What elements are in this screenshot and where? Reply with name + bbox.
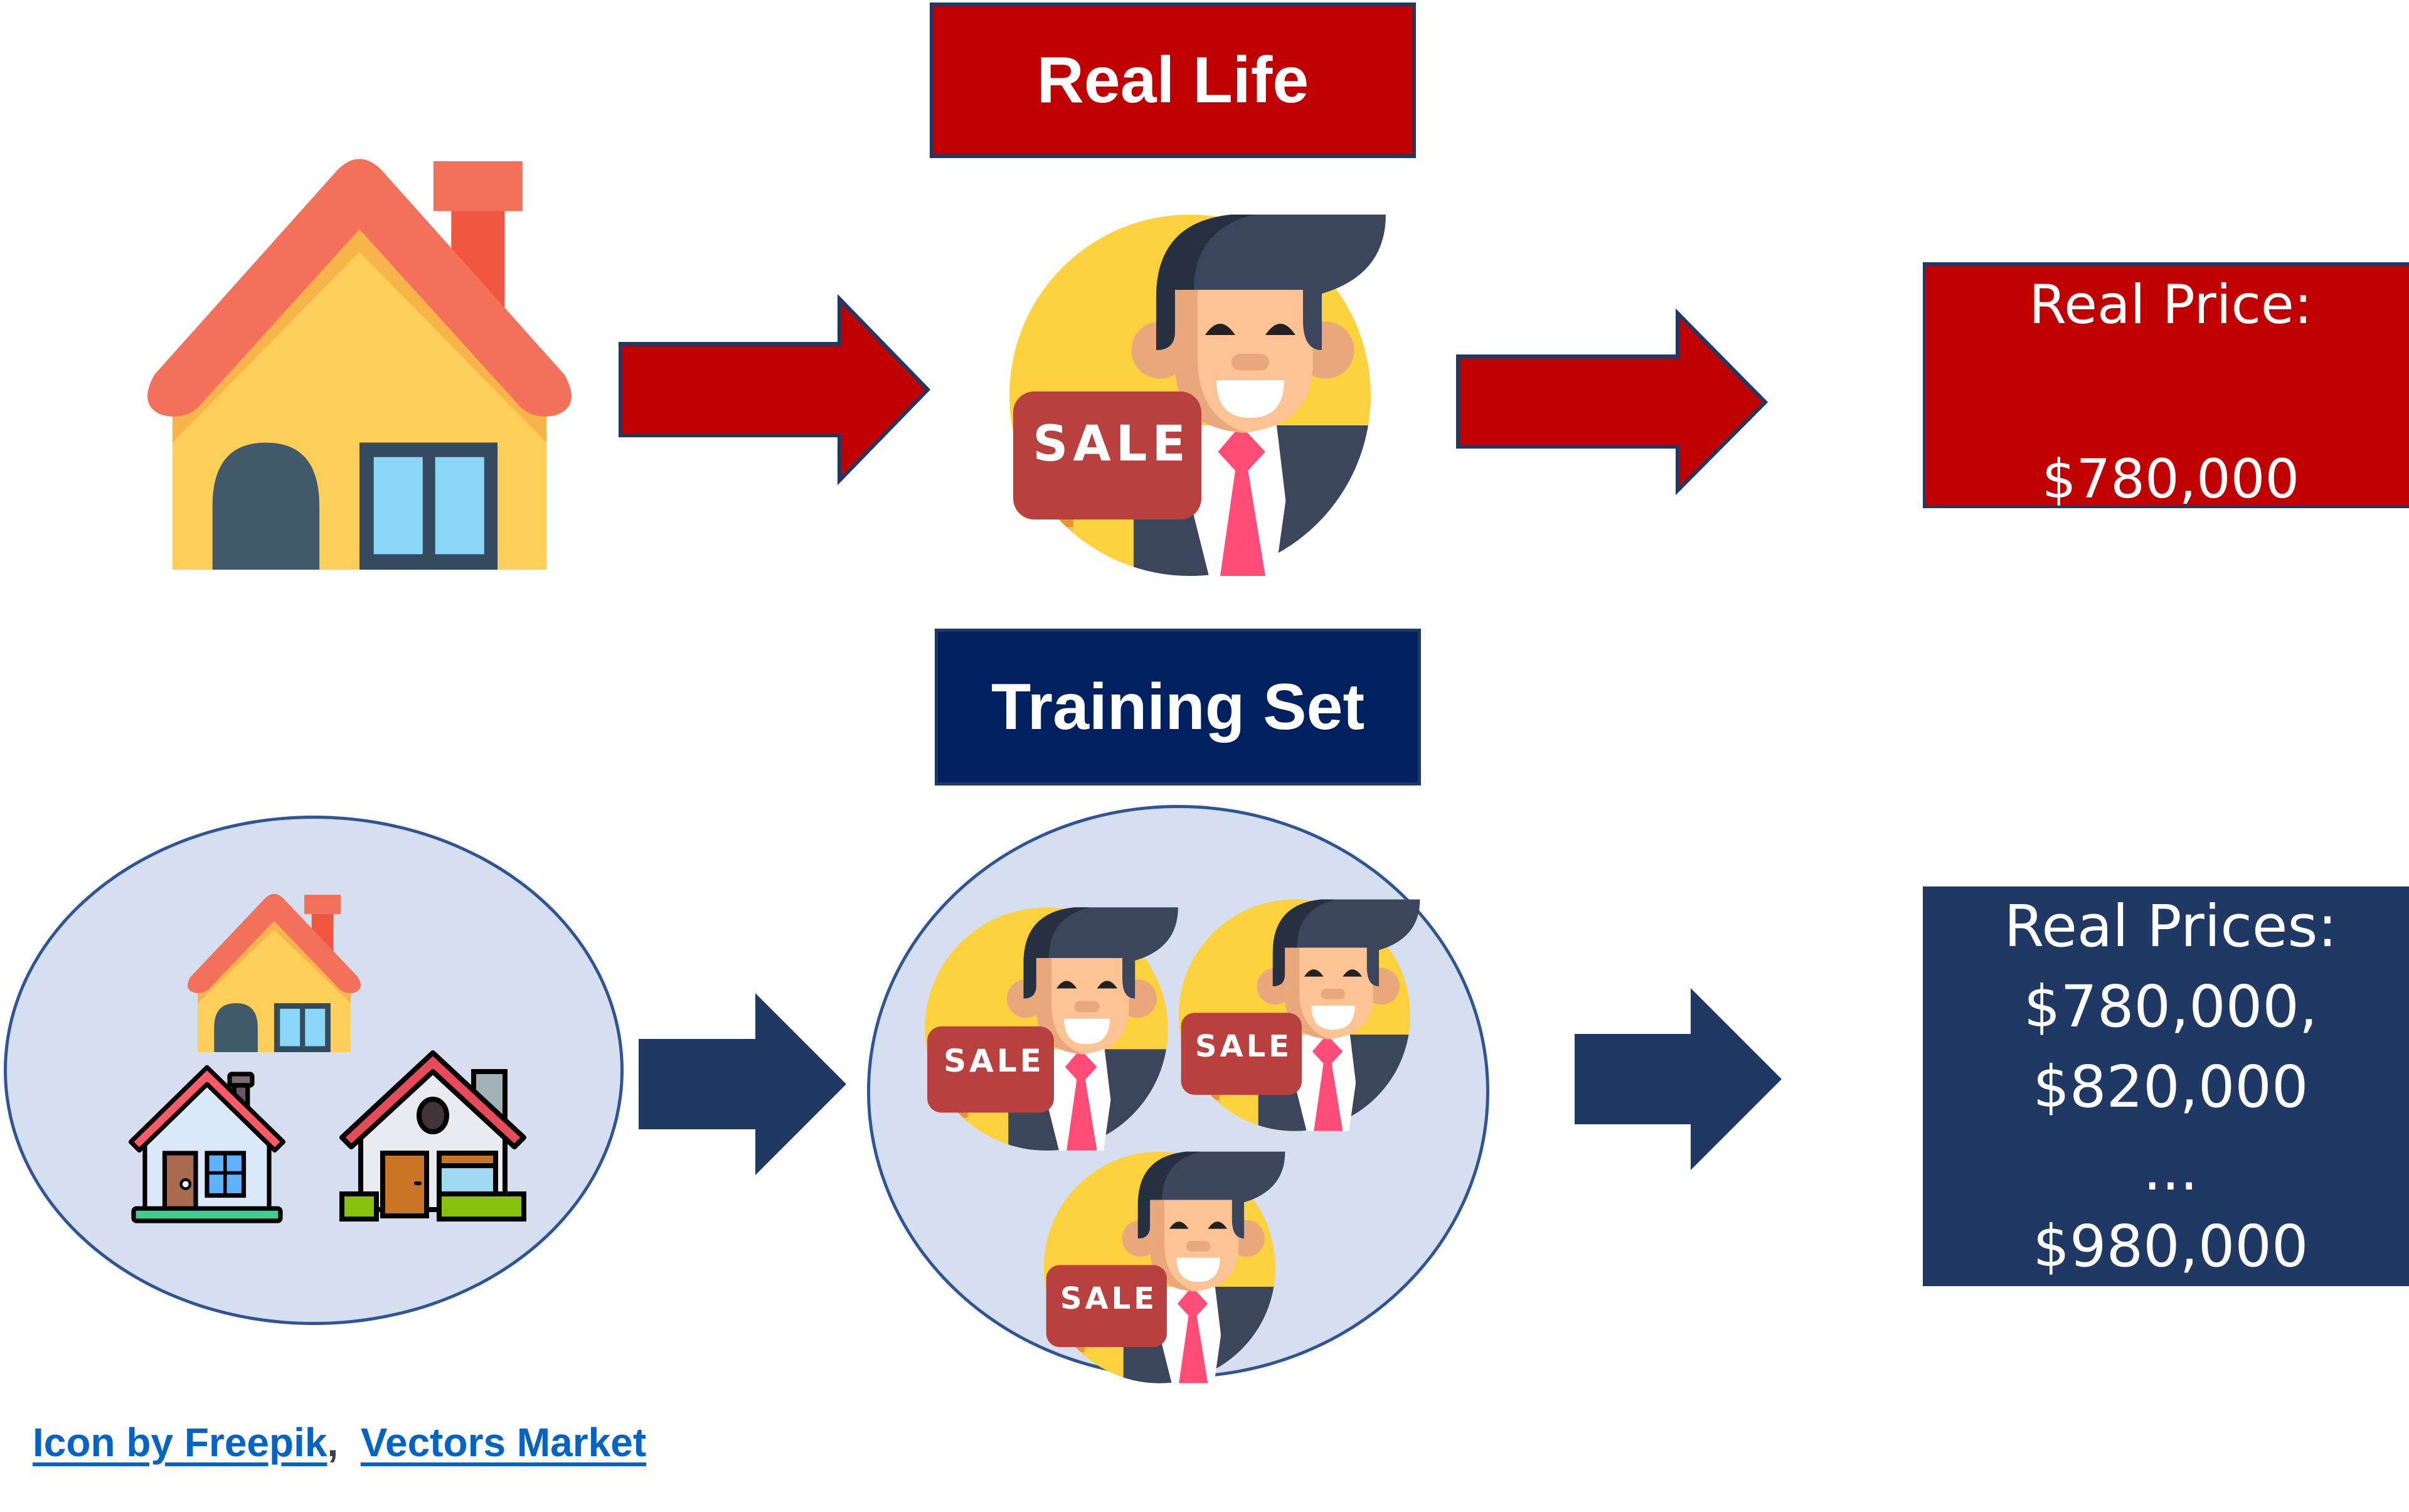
cottage-outline-icon	[122, 1057, 292, 1227]
arrow-right-navy-1	[639, 993, 846, 1175]
credit-separator: ,	[327, 1420, 339, 1465]
real-price-value: $780,000	[2041, 448, 2300, 511]
arrow-right-red-2	[1456, 308, 1768, 496]
training-set-label: Training Set	[935, 629, 1421, 785]
sale-sign-text: SALE	[1194, 1029, 1293, 1064]
price-value: $780,000,	[2023, 973, 2318, 1040]
real-prices-box: Real Prices: $780,000, $820,000 ... $980…	[1923, 886, 2409, 1286]
vectors-market-link[interactable]: Vectors Market	[360, 1420, 647, 1465]
sale-sign-text: SALE	[1060, 1281, 1158, 1316]
real-life-label-text: Real Life	[1036, 43, 1309, 117]
freepik-link[interactable]: Icon by Freepik	[33, 1420, 327, 1465]
realtor-icon: SALE	[1176, 890, 1427, 1131]
real-price-box: Real Price: $780,000	[1923, 262, 2409, 508]
house-outline-icon	[332, 1046, 533, 1235]
real-prices-title: Real Prices:	[2004, 893, 2337, 960]
real-life-label: Real Life	[930, 3, 1416, 158]
house-icon	[183, 888, 365, 1052]
price-value: $980,000	[2033, 1213, 2309, 1280]
real-price-title: Real Price:	[2029, 274, 2312, 336]
training-set-label-text: Training Set	[991, 670, 1365, 743]
realtor-icon: SALE	[1041, 1142, 1292, 1383]
price-value: $820,000	[2033, 1053, 2309, 1121]
price-ellipsis: ...	[2143, 1136, 2198, 1203]
arrow-right-navy-2	[1575, 988, 1782, 1170]
realtor-icon: SALE	[1004, 200, 1399, 576]
arrow-right-red-1	[619, 294, 931, 486]
sale-sign-text: SALE	[1033, 416, 1191, 472]
sale-sign-text: SALE	[944, 1043, 1045, 1079]
realtor-icon: SALE	[922, 897, 1186, 1151]
icon-credits: Icon by Freepik, Vectors Market	[33, 1419, 646, 1466]
house-icon	[137, 143, 582, 570]
